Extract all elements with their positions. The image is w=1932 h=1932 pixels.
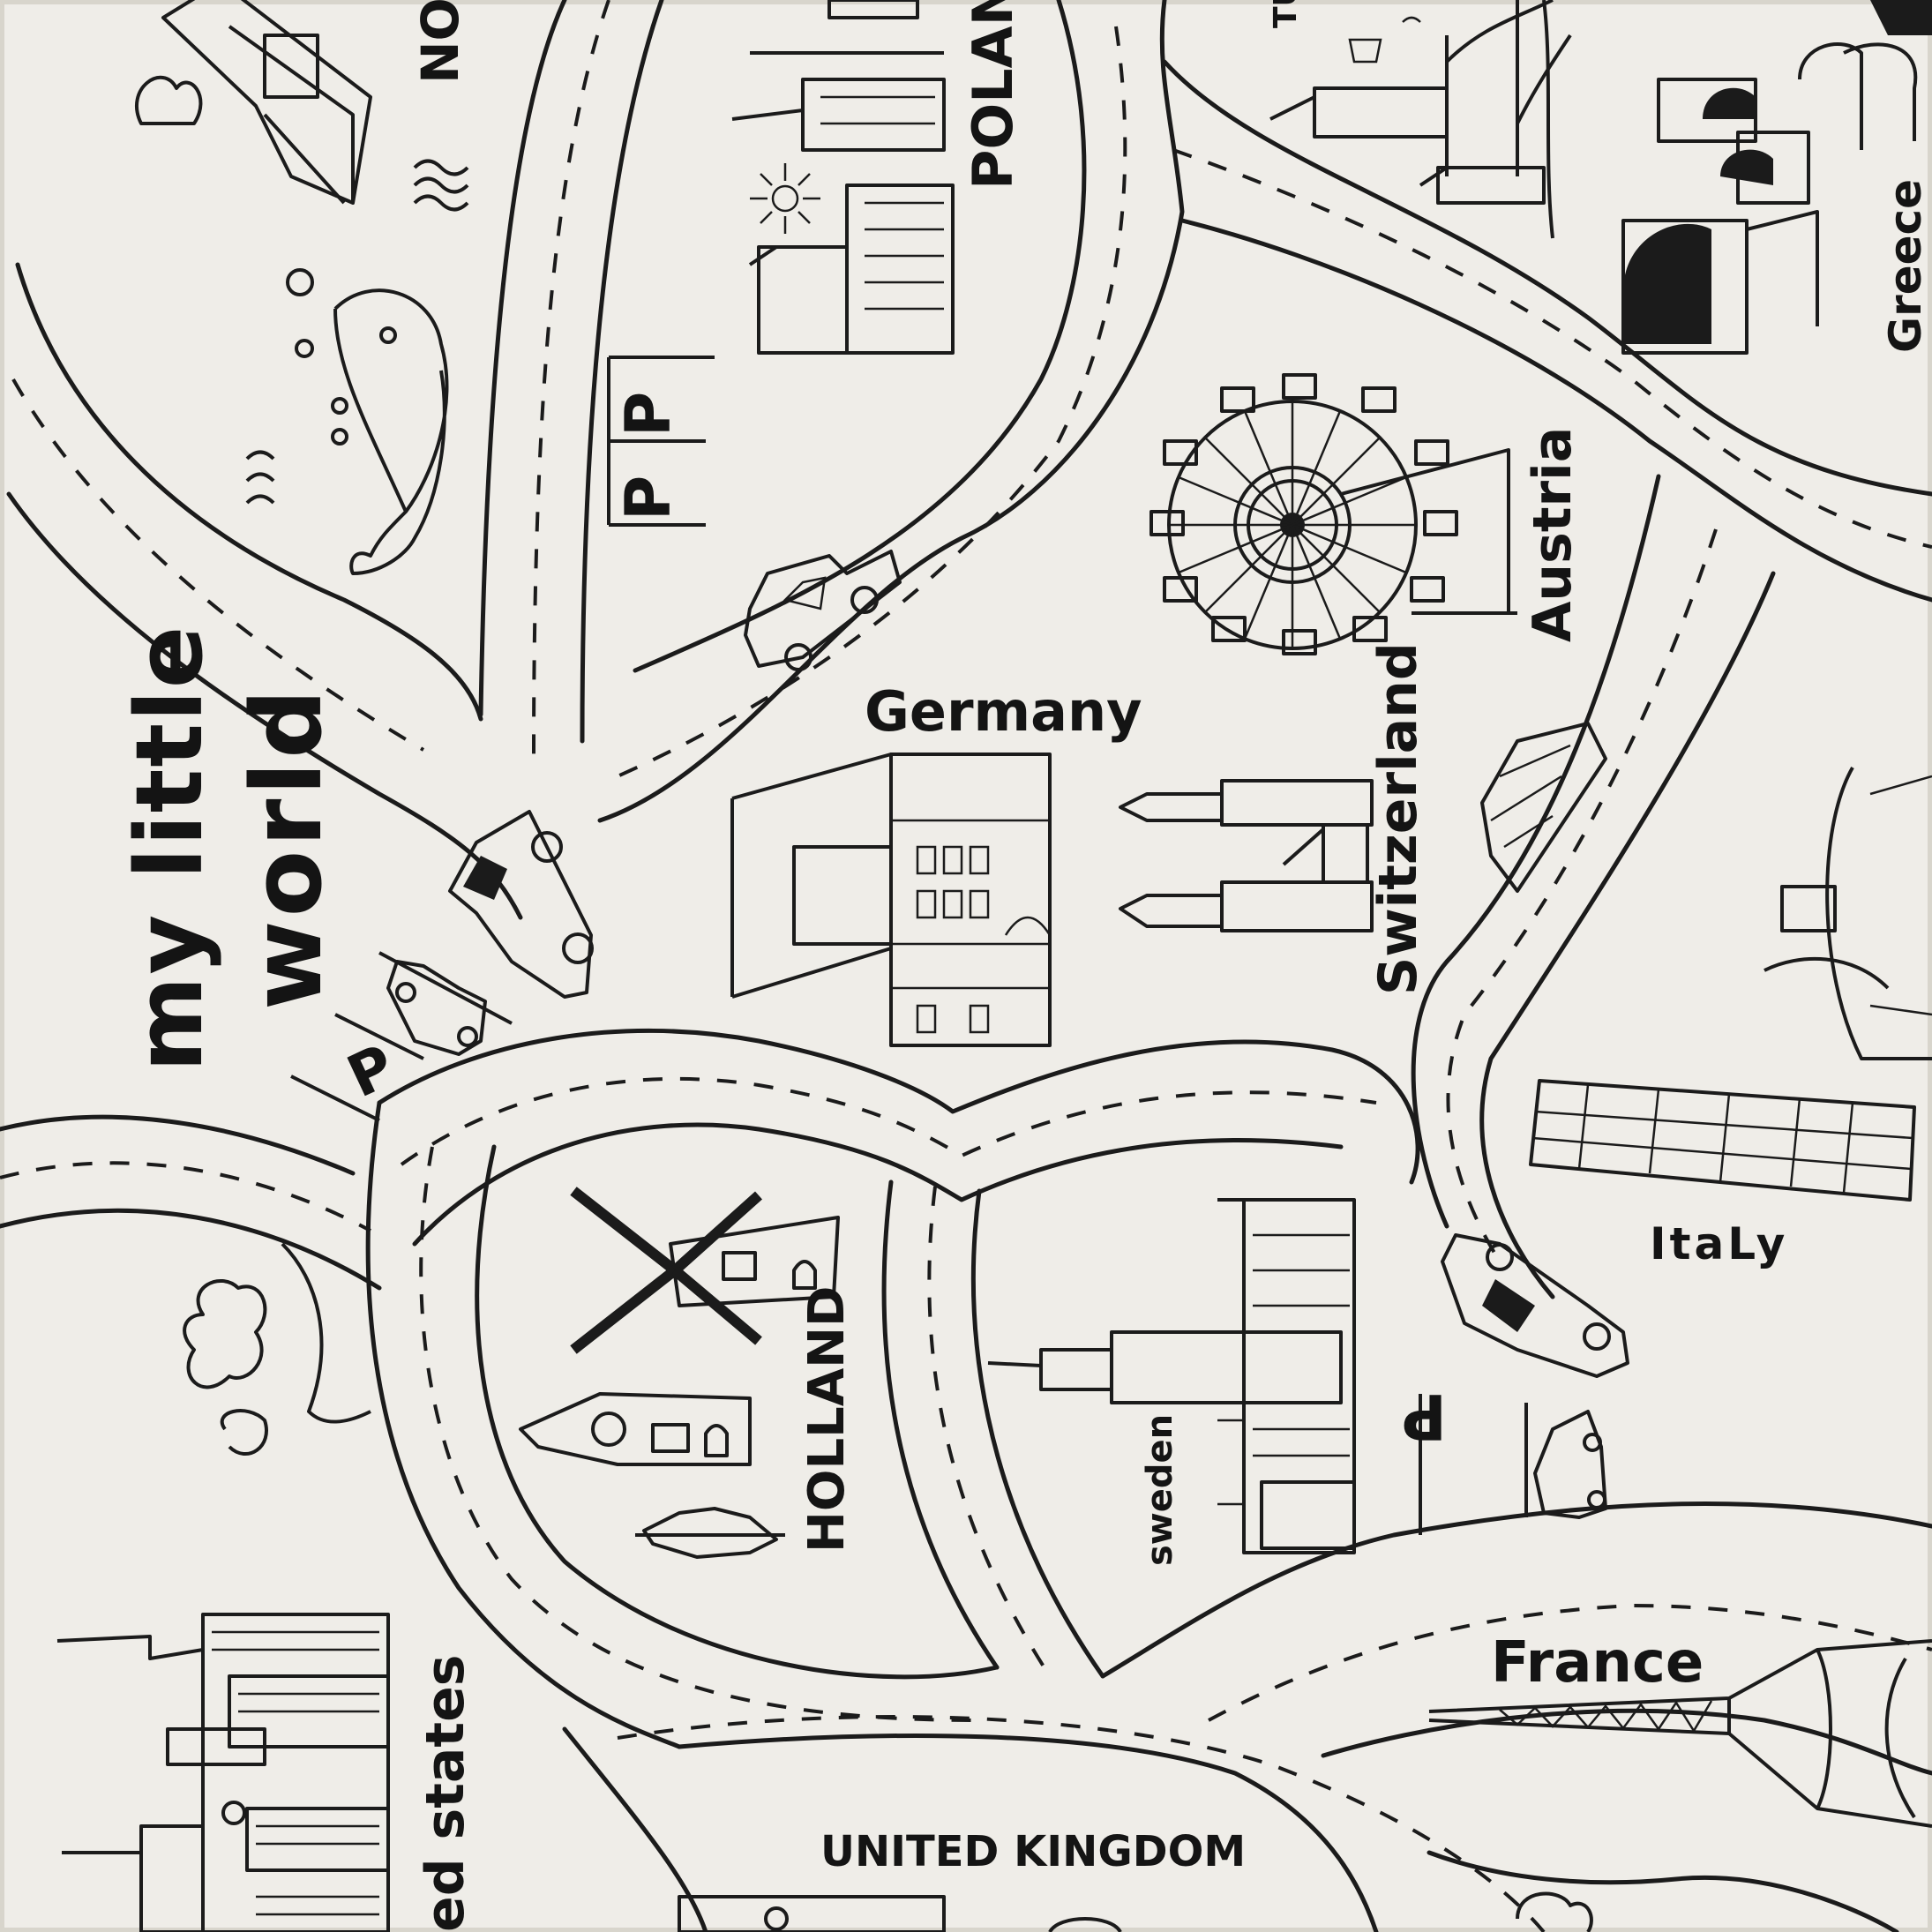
- road-centerline: [617, 26, 1127, 778]
- road-edge: [478, 0, 567, 717]
- tree-icon: [1516, 1891, 1593, 1932]
- road-centerline: [1172, 148, 1932, 549]
- castle-icon: [730, 753, 1052, 1047]
- country-label-united-kingdom: UNITED KINGDOM: [820, 1827, 1247, 1876]
- road-centerline: [0, 1161, 371, 1232]
- parking-sign: P: [1401, 1380, 1447, 1452]
- windmill-icon: [570, 1187, 840, 1354]
- truck-icon: [448, 810, 594, 999]
- dutch-house-icon: [519, 1392, 752, 1466]
- road-centerline: [532, 0, 610, 760]
- mat-title-line1: my little: [116, 624, 223, 1072]
- road-edge: [1427, 1850, 1899, 1932]
- road-edge: [597, 0, 1185, 823]
- road-centerline: [927, 1186, 1052, 1678]
- road-edge: [1179, 218, 1932, 603]
- skyscraper-icon: [56, 1613, 390, 1932]
- road-edge: [377, 1028, 1420, 1185]
- bridge-icon: [1445, 0, 1572, 239]
- road-centerline: [400, 1076, 1377, 1166]
- road-edge: [1479, 571, 1776, 1299]
- road-centerline: [1208, 1603, 1932, 1722]
- parliament-icon: [678, 1895, 1122, 1932]
- whale-icon: [286, 268, 449, 575]
- road-edge: [580, 0, 664, 744]
- road-edge: [1411, 474, 1661, 1229]
- waves-icon: [245, 159, 469, 505]
- country-label-greece: Greece: [1880, 178, 1931, 353]
- road-edge: [0, 1114, 356, 1176]
- house-icon: [161, 0, 372, 205]
- country-label-holland: HOLLAND: [798, 1285, 856, 1553]
- taxi-icon: [1533, 1410, 1607, 1519]
- road-edge: [475, 1144, 1000, 1680]
- road-edge: [412, 1122, 1344, 1247]
- road-edge: [677, 1734, 1379, 1932]
- church-icon: [1119, 779, 1374, 932]
- road-centerline: [617, 1715, 1546, 1932]
- car-icon: [386, 960, 487, 1056]
- country-label-sweden: sweden: [1140, 1413, 1180, 1566]
- road-edge: [1162, 59, 1932, 497]
- tree-icon: [183, 1242, 371, 1456]
- road-edge: [881, 1179, 1000, 1670]
- parking-sign: P: [612, 391, 685, 437]
- parking-sign: P: [612, 475, 685, 520]
- road-edge: [1321, 1708, 1932, 1776]
- parliament-icon: [987, 1198, 1356, 1554]
- country-label-turkey: TU: [1268, 0, 1304, 28]
- ferris-wheel-icon: [1149, 373, 1517, 655]
- car-icon: [1441, 1233, 1629, 1378]
- mat-title-line2: world: [230, 685, 343, 1010]
- country-label-north: NO: [410, 0, 470, 84]
- leaning-tower-icon: [1529, 1079, 1916, 1202]
- gondola-icon: [1764, 767, 1932, 1060]
- taxi-icon: [744, 550, 902, 671]
- country-label-switzerland: Switzerland: [1367, 642, 1429, 995]
- eiffel-tower-icon: [1428, 1639, 1932, 1828]
- road-centerline: [1446, 528, 1718, 1263]
- country-label-italy: ItaLy: [1650, 1218, 1789, 1269]
- fireworks-icon: [750, 163, 820, 234]
- country-label-poland: POLAND: [961, 0, 1025, 190]
- mountain-icon: [1480, 722, 1607, 893]
- road-edge: [15, 262, 483, 722]
- road-edge: [1100, 1501, 1932, 1679]
- parking-bays: [290, 356, 1528, 1535]
- country-label-france: France: [1491, 1630, 1704, 1696]
- country-label-united-states: ed states: [415, 1654, 476, 1932]
- castle-icon: [731, 0, 955, 355]
- tree-icon: [635, 1507, 785, 1559]
- country-label-germany: Germany: [865, 679, 1142, 744]
- church-icon: [1621, 0, 1932, 355]
- road-edge: [633, 0, 1087, 673]
- cloud-icon: [134, 75, 203, 125]
- road-edge: [365, 1100, 682, 1749]
- road-edge: [970, 1188, 1105, 1679]
- road-centerline: [419, 1146, 980, 1722]
- fountain-icon: [1348, 16, 1421, 64]
- mosque-icon: [1269, 86, 1546, 205]
- road-edge: [562, 1726, 708, 1932]
- country-label-austria: Austria: [1522, 426, 1584, 642]
- road-edge: [0, 1208, 382, 1291]
